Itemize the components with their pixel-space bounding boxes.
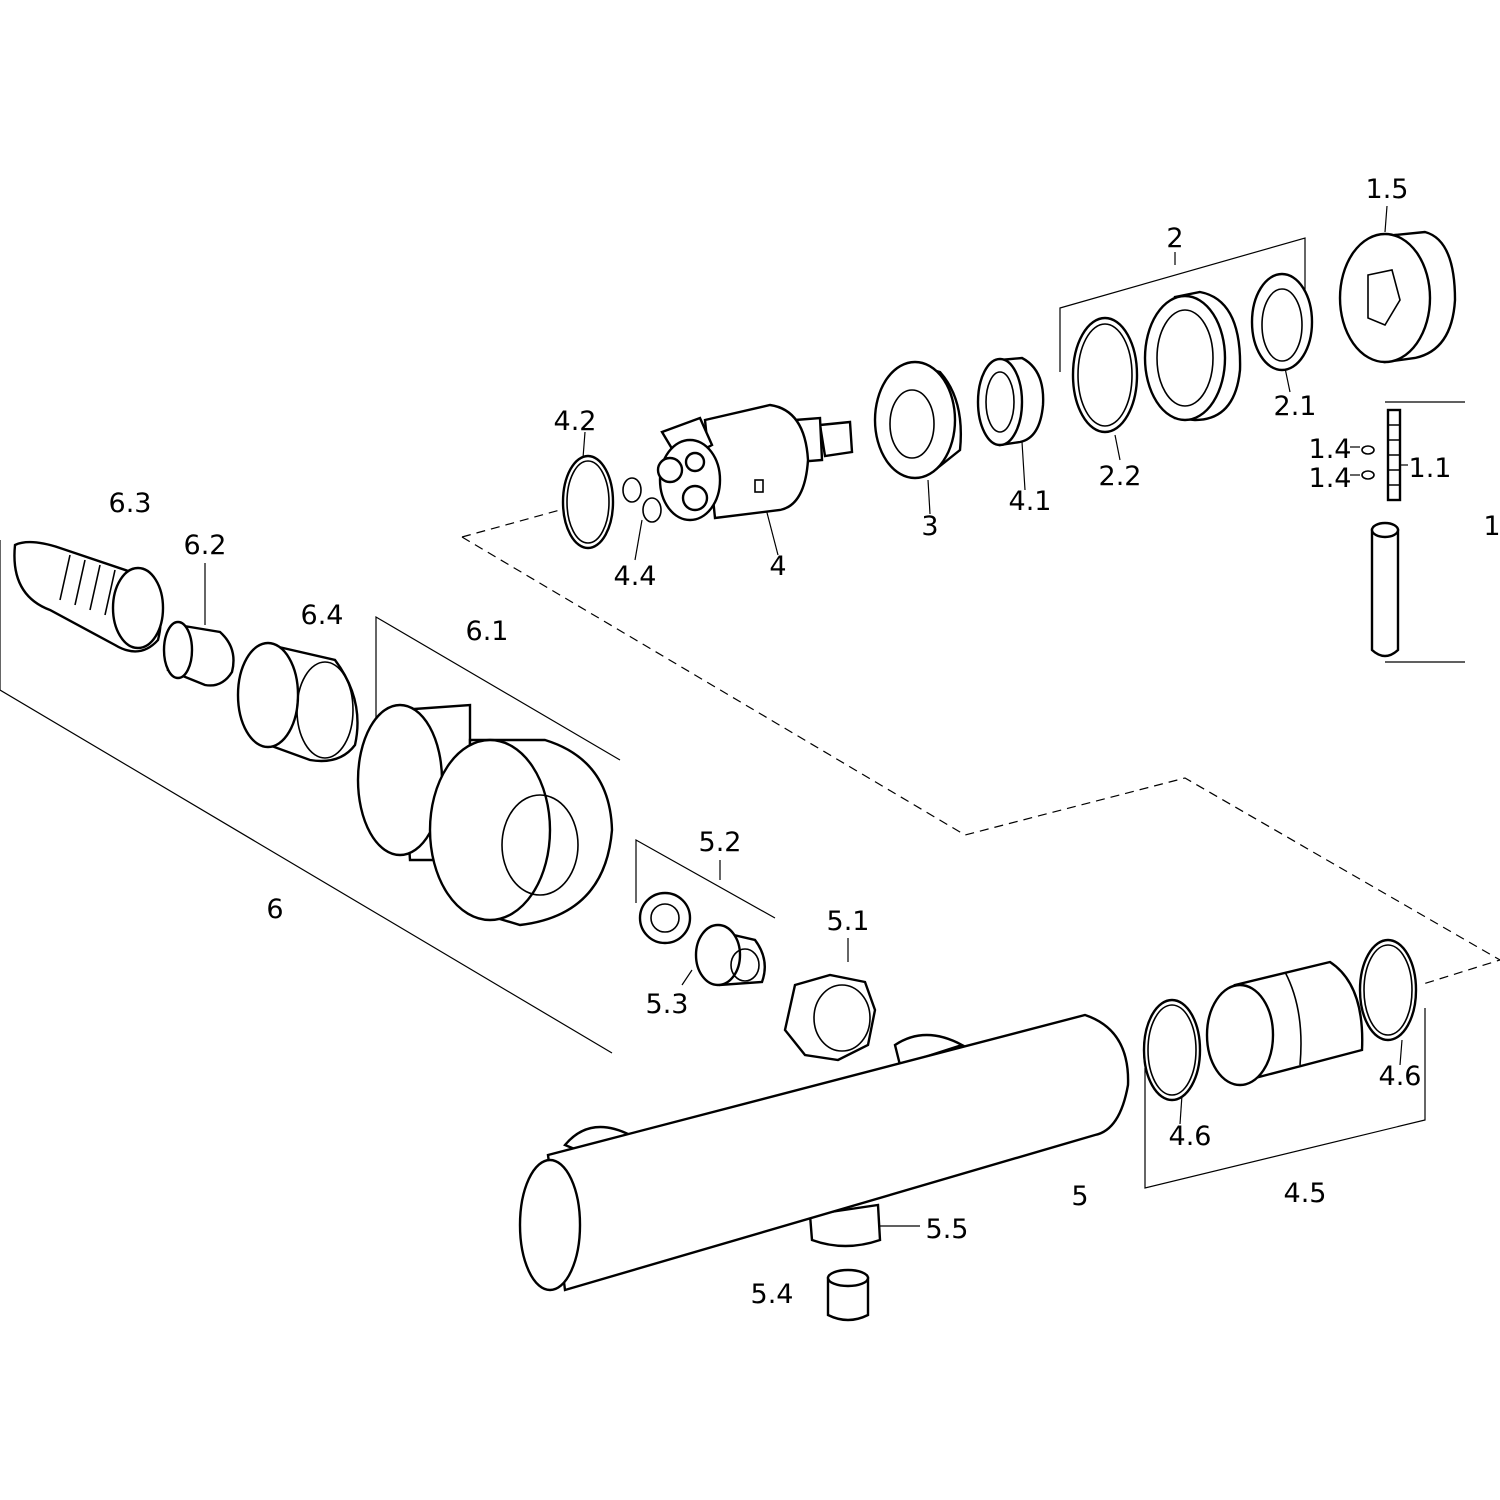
callout-1-1: 1.1 (1409, 453, 1452, 484)
callout-2-1: 2.1 (1274, 391, 1317, 422)
part-4-5-sleeve (1205, 960, 1364, 1087)
callout-6-1: 6.1 (466, 616, 509, 647)
assembly-dash-lines (461, 509, 1500, 986)
callout-5: 5 (1071, 1181, 1088, 1212)
callout-4-4: 4.4 (614, 561, 657, 592)
part-4-cartridge (656, 403, 854, 522)
callout-4-5: 4.5 (1284, 1178, 1327, 1209)
part-6-1-temperature-handle (356, 703, 614, 927)
part-5-2-fitting (694, 923, 766, 987)
part-2-2-o-ring (1071, 316, 1139, 434)
part-5-mixer-body (518, 1013, 1130, 1292)
part-1-4-washers (1361, 445, 1375, 480)
callout-6-2: 6.2 (184, 530, 227, 561)
part-1-1-splined-shaft (1386, 408, 1402, 502)
callout-6-4: 6.4 (301, 600, 344, 631)
part-4-6-o-ring-right (1358, 938, 1418, 1042)
part-5-4-cap (826, 1268, 870, 1322)
callout-4-2: 4.2 (554, 406, 597, 437)
part-4-2-o-ring (561, 454, 615, 550)
callout-4-6-left: 4.6 (1169, 1121, 1212, 1152)
part-1-5-knob-cap (1338, 230, 1457, 364)
part-1-tube (1370, 521, 1400, 658)
callout-1-4-a: 1.4 (1309, 434, 1352, 465)
part-6-3-threaded-connector (13, 540, 165, 653)
part-6-2-check-valve (162, 620, 235, 687)
callout-labels: 1.5 2 2.1 2.2 4.1 3 4 4.2 4.4 1.4 1.4 1.… (109, 174, 1500, 1310)
part-4-1-spline-adapter (976, 356, 1045, 447)
part-4-6-o-ring-left (1142, 998, 1202, 1102)
leader-lines (204, 205, 1408, 1227)
callout-1-4-b: 1.4 (1309, 463, 1352, 494)
callout-6: 6 (266, 894, 283, 925)
callout-3: 3 (921, 511, 938, 542)
callout-5-3: 5.3 (646, 989, 689, 1020)
part-5-3-washer (638, 891, 692, 945)
part-4-4-small-o-rings (622, 477, 662, 523)
callout-2-2: 2.2 (1099, 461, 1142, 492)
part-2-1-adapter (1250, 272, 1314, 372)
callout-4-1: 4.1 (1009, 486, 1052, 517)
group-brackets (0, 237, 1465, 1189)
callout-5-2: 5.2 (699, 827, 742, 858)
callout-5-4: 5.4 (751, 1279, 794, 1310)
callout-1-5: 1.5 (1366, 174, 1409, 205)
part-5-1-hex-nut (783, 973, 877, 1062)
callout-6-3: 6.3 (109, 488, 152, 519)
part-2-ring-nut (1143, 290, 1242, 422)
callout-1: 1 (1483, 511, 1500, 542)
part-6-4-sleeve (236, 641, 359, 763)
callout-5-1: 5.1 (827, 906, 870, 937)
callout-2: 2 (1166, 223, 1183, 254)
part-3-flange-bush (873, 360, 962, 480)
callout-5-5: 5.5 (926, 1214, 969, 1245)
callout-4-6-right: 4.6 (1379, 1061, 1422, 1092)
callout-4: 4 (769, 551, 786, 582)
